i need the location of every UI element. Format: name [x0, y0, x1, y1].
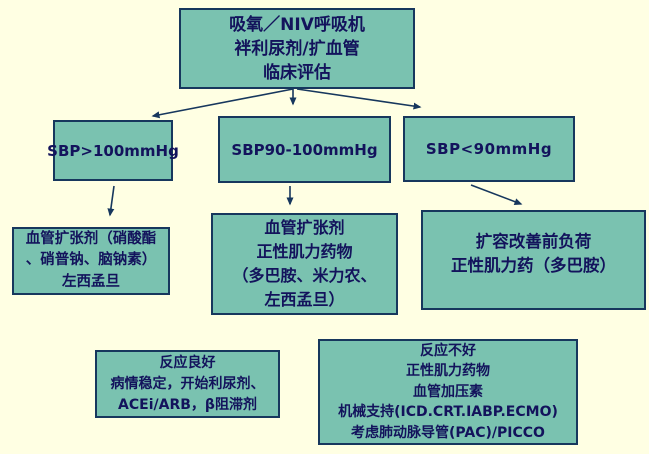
node-line: 左西孟旦 — [62, 273, 120, 290]
node-label: SBP90-100mmHg — [231, 140, 378, 159]
node-vasodilator-inotrope-treatment: 血管扩张剂 正性肌力药物 （多巴胺、米力农、 左西孟旦） — [211, 213, 398, 315]
node-sbp-90-100: SBP90-100mmHg — [218, 116, 391, 183]
node-line: （多巴胺、米力农、 — [232, 266, 377, 285]
node-line: ACEi/ARB，β阻滞剂 — [118, 396, 257, 413]
node-line: 左西孟旦） — [264, 290, 345, 309]
node-line: 血管加压素 — [413, 383, 483, 400]
arrow-sbp-low-to-treat — [470, 184, 523, 205]
node-line: 、硝普钠、脑钠素） — [25, 252, 157, 269]
node-sbp-above-100: SBP>100mmHg — [47, 120, 179, 181]
arrow-assessment-to-sbp-low — [296, 88, 422, 110]
node-line: 正性肌力药物 — [406, 363, 490, 380]
node-line: 扩容改善前负荷 — [475, 232, 592, 251]
arrow-assessment-to-sbp-high — [151, 88, 294, 119]
node-line: 病情稳定，开始利尿剂、 — [110, 375, 265, 392]
node-line: 反应良好 — [159, 354, 216, 371]
node-line: 血管扩张剂（硝酸酯 — [25, 230, 157, 247]
node-line: 考虑肺动脉导管(PAC)/PICCO — [351, 424, 545, 441]
node-line: 反应不好 — [420, 342, 476, 359]
node-line: 吸氧／NIV呼吸机 — [229, 14, 365, 35]
node-label: SBP>100mmHg — [47, 141, 179, 160]
node-poor-response: 反应不好 正性肌力药物 血管加压素 机械支持(ICD.CRT.IABP.ECMO… — [318, 339, 578, 445]
node-line: 袢利尿剂/扩血管 — [234, 38, 360, 59]
node-line: 正性肌力药物 — [256, 242, 353, 261]
node-label: SBP<90mmHg — [425, 140, 553, 158]
node-good-response: 反应良好 病情稳定，开始利尿剂、 ACEi/ARB，β阻滞剂 — [95, 350, 280, 418]
node-sbp-below-90: SBP<90mmHg — [403, 116, 575, 182]
node-vasodilator-treatment: 血管扩张剂（硝酸酯 、硝普钠、脑钠素） 左西孟旦 — [12, 227, 170, 295]
node-clinical-assessment: 吸氧／NIV呼吸机 袢利尿剂/扩血管 临床评估 — [179, 8, 415, 89]
arrow-sbp-high-to-treat — [107, 185, 115, 217]
node-line: 血管扩张剂 — [264, 218, 345, 237]
node-line: 临床评估 — [263, 62, 331, 83]
node-volume-expansion-treatment: 扩容改善前负荷 正性肌力药（多巴胺） — [421, 210, 646, 310]
node-line: 正性肌力药（多巴胺） — [451, 256, 616, 275]
node-line: 机械支持(ICD.CRT.IABP.ECMO) — [338, 404, 558, 421]
